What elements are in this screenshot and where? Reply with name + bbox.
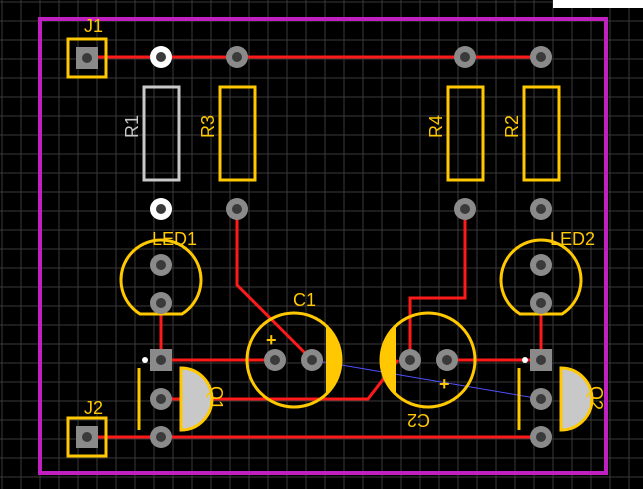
j2-pad-hole	[82, 432, 92, 442]
capacitor-c1[interactable]: + C1	[245, 290, 343, 409]
r3-label: R3	[198, 115, 218, 138]
r1-label: R1	[122, 115, 142, 138]
transistor-q2[interactable]: Q2	[517, 349, 606, 448]
c2-pad-minus-hole	[405, 355, 415, 365]
q2-pad-3-hole	[536, 432, 546, 442]
c2-label: C2	[407, 410, 430, 430]
r4-pad-2-hole	[460, 204, 470, 214]
c1-label: C1	[293, 290, 316, 310]
c2-pad-plus-hole	[442, 355, 452, 365]
r2-label: R2	[502, 115, 522, 138]
r3-body	[218, 85, 257, 182]
r2-pad-2-hole	[536, 204, 546, 214]
c1-plus-mark: +	[266, 330, 277, 350]
q1-pin-dot	[142, 357, 148, 363]
q2-label: Q2	[586, 386, 606, 410]
trace-r4-c2[interactable]	[408, 209, 467, 360]
q2-pin-dot	[522, 357, 528, 363]
toolbar-corner-panel	[553, 0, 643, 8]
resistor-r3[interactable]: R3	[198, 46, 257, 220]
resistor-r2[interactable]: R2	[502, 46, 561, 220]
r1-body	[142, 85, 181, 182]
led2-outline	[499, 238, 583, 316]
q1-body	[179, 366, 214, 432]
c1-pad-minus-hole	[307, 355, 317, 365]
r1-pad-1-hole	[156, 52, 166, 62]
led1-outline	[119, 238, 203, 316]
led2-label: LED2	[550, 229, 595, 249]
q1-pad-1-hole	[156, 355, 166, 365]
led-led1[interactable]: LED1	[119, 229, 203, 316]
j1-outline	[66, 37, 108, 79]
led1-pad-2-hole	[156, 298, 166, 308]
resistor-r4[interactable]: R4	[426, 46, 485, 220]
led2-pad-1-hole	[536, 260, 546, 270]
r4-pad-1-hole	[460, 52, 470, 62]
led-led2[interactable]: LED2	[499, 229, 595, 316]
led1-label: LED1	[152, 229, 197, 249]
q1-pad-2-hole	[156, 394, 166, 404]
c1-pad-plus-hole	[270, 355, 280, 365]
board-outline[interactable]	[38, 17, 608, 475]
j2-outline	[66, 416, 108, 458]
resistor-r1[interactable]: R1	[122, 46, 181, 220]
trace-r3-c1[interactable]	[235, 209, 314, 362]
q1-label: Q1	[206, 386, 226, 410]
c2-plus-mark: +	[439, 374, 450, 394]
r2-body	[522, 85, 561, 182]
j1-label: J1	[84, 16, 103, 36]
q1-pad-3-hole	[156, 432, 166, 442]
led2-pad-2-hole	[536, 298, 546, 308]
transistor-q1[interactable]: Q1	[137, 349, 226, 448]
c2-polarity-band	[381, 326, 396, 394]
capacitor-c2[interactable]: + C2	[379, 311, 477, 430]
j1-pad-hole	[82, 53, 92, 63]
led1-pad-1-hole	[156, 260, 166, 270]
r1-pad-2-hole	[156, 204, 166, 214]
r3-pad-1-hole	[232, 52, 242, 62]
q2-body	[559, 366, 594, 432]
c1-outline	[245, 311, 343, 409]
c2-outline	[379, 311, 477, 409]
ratsnest-line	[311, 359, 542, 400]
r3-pad-2-hole	[232, 204, 242, 214]
r2-pad-1-hole	[536, 52, 546, 62]
q2-pad-1-hole	[536, 355, 546, 365]
connector-j1[interactable]: J1	[66, 16, 108, 79]
r4-body	[446, 85, 485, 182]
c1-polarity-band	[326, 326, 341, 394]
j2-label: J2	[84, 398, 103, 418]
q2-pad-2-hole	[536, 394, 546, 404]
r4-label: R4	[426, 115, 446, 138]
connector-j2[interactable]: J2	[66, 398, 108, 458]
